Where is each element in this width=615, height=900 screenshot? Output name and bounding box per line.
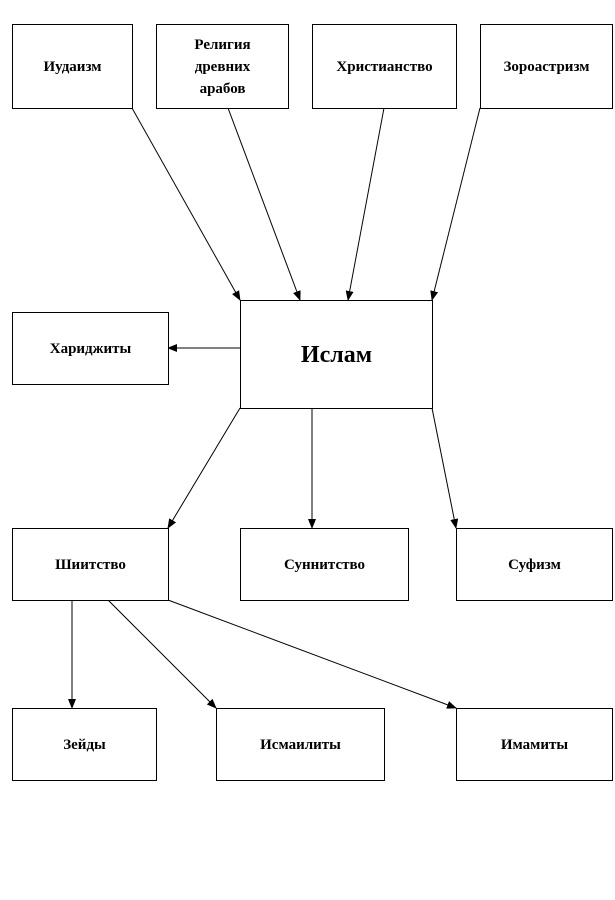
arrow-shiism-ismailis xyxy=(107,599,217,709)
arrow-christianity-islam xyxy=(345,107,385,301)
node-label: Суннитство xyxy=(284,556,365,573)
node-ismailis: Исмаилиты xyxy=(216,708,385,781)
node-imamis: Имамиты xyxy=(456,708,613,781)
node-label: Зейды xyxy=(63,736,106,753)
node-label: Ислам xyxy=(300,341,373,368)
node-sunnism: Суннитство xyxy=(240,528,409,601)
arrow-arab-islam xyxy=(227,107,301,301)
node-kharijites: Хариджиты xyxy=(12,312,169,385)
node-label: Суфизм xyxy=(508,556,561,573)
arrow-islam-shiism xyxy=(167,407,241,529)
node-label: Исмаилиты xyxy=(260,736,341,753)
node-zoroastrianism: Зороастризм xyxy=(480,24,613,109)
node-islam: Ислам xyxy=(240,300,433,409)
node-label: Иудаизм xyxy=(43,58,102,75)
node-label: Хариджиты xyxy=(49,340,132,357)
node-zaydis: Зейды xyxy=(12,708,157,781)
arrow-zoroastrianism-islam xyxy=(430,107,481,301)
node-label: Имамиты xyxy=(500,736,569,753)
node-shiism: Шиитство xyxy=(12,528,169,601)
arrow-shiism-imamis xyxy=(167,599,457,709)
arrow-judaism-islam xyxy=(131,107,241,301)
node-label: Христианство xyxy=(336,58,433,75)
node-label: Зороастризм xyxy=(503,58,590,75)
node-label: Религия древних арабов xyxy=(194,36,251,97)
node-arab-religion: Религия древних арабов xyxy=(156,24,289,109)
node-judaism: Иудаизм xyxy=(12,24,133,109)
node-sufism: Суфизм xyxy=(456,528,613,601)
node-christianity: Христианство xyxy=(312,24,457,109)
arrow-islam-sufism xyxy=(431,407,459,529)
node-label: Шиитство xyxy=(55,556,126,573)
